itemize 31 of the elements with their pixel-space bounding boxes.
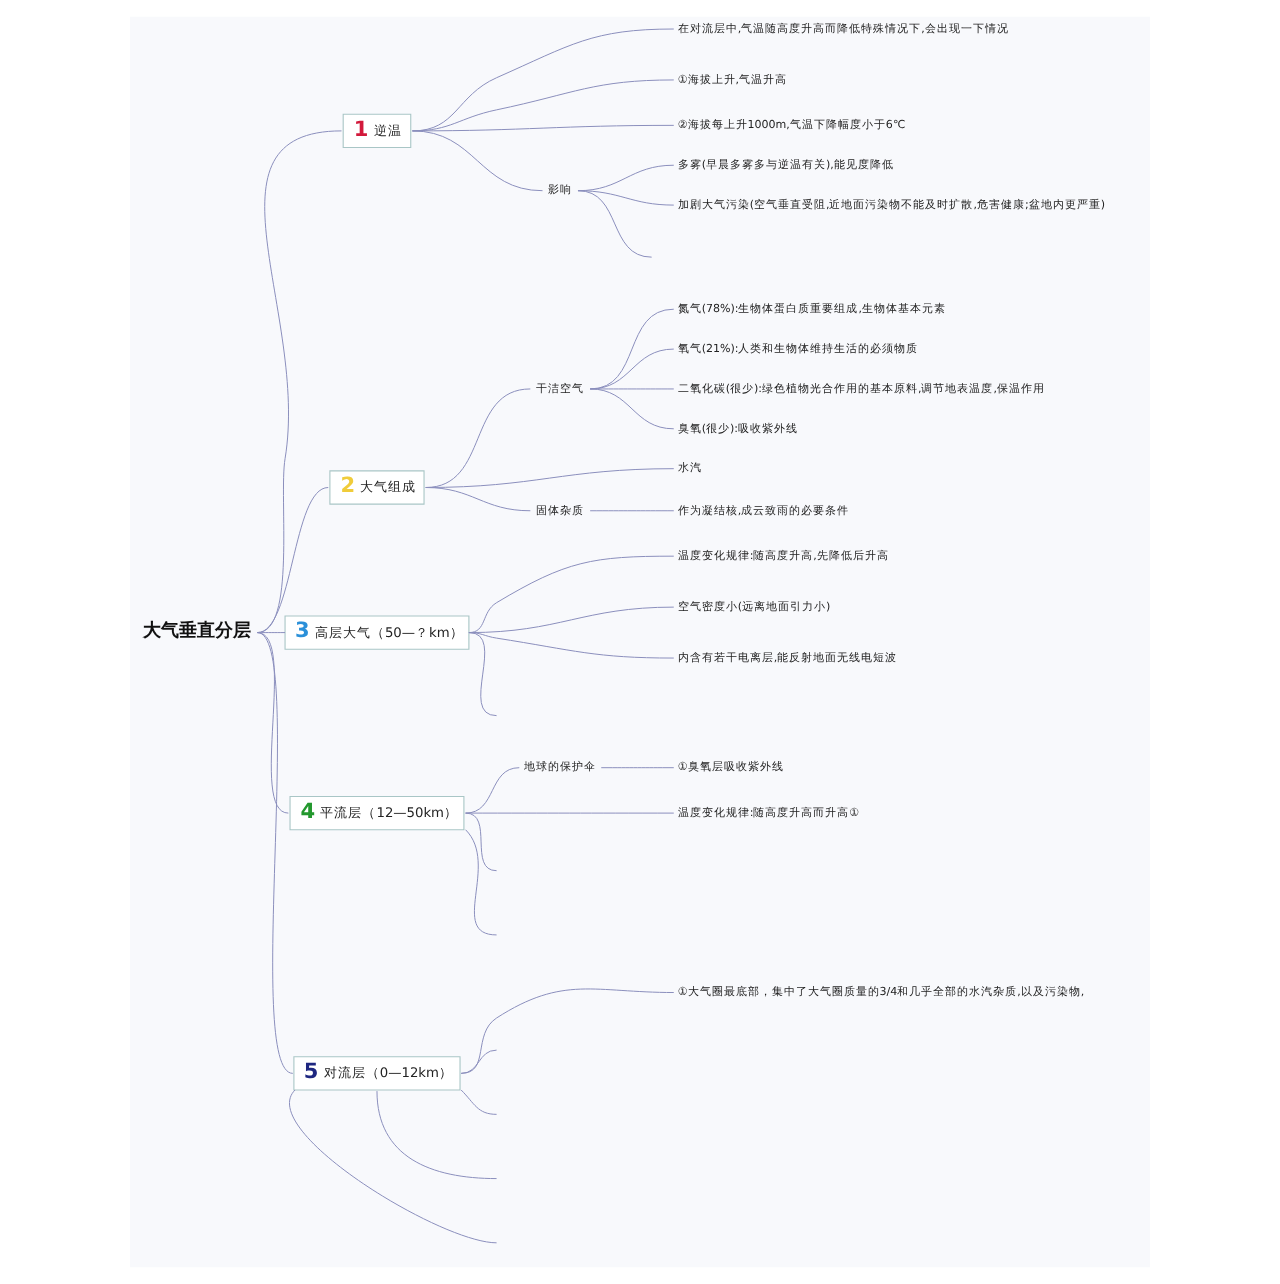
connector <box>465 829 498 936</box>
connector <box>256 632 286 634</box>
connector <box>468 632 675 659</box>
connector <box>256 632 294 1074</box>
connector <box>589 388 675 390</box>
connector <box>577 190 653 258</box>
connector <box>589 510 675 512</box>
connector <box>460 988 675 1074</box>
connector <box>256 632 289 814</box>
connector <box>589 308 675 390</box>
connector <box>460 1049 498 1074</box>
connector <box>411 124 675 132</box>
connector <box>589 348 675 390</box>
connector <box>256 130 343 634</box>
connector <box>425 388 531 488</box>
connector <box>577 190 675 206</box>
connector <box>468 632 498 717</box>
connector <box>425 487 531 512</box>
connector <box>589 388 675 430</box>
connector <box>468 555 675 634</box>
connector <box>256 487 329 634</box>
connector <box>411 130 544 192</box>
connector <box>460 1089 498 1115</box>
connector <box>411 79 675 132</box>
connector <box>411 28 675 132</box>
connector <box>465 812 498 872</box>
node-text: 大气垂直分层 <box>143 621 252 642</box>
connector <box>376 1090 498 1180</box>
connector <box>600 767 675 769</box>
connector <box>465 812 675 814</box>
connector <box>289 1089 498 1244</box>
